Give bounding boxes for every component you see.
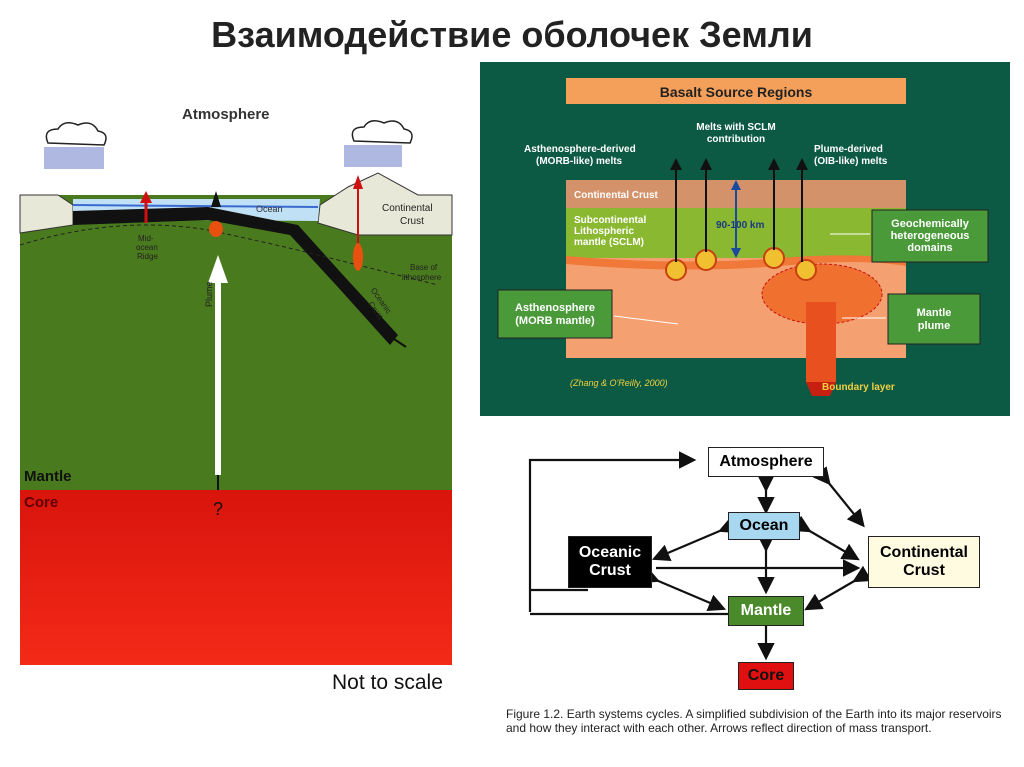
flow-arrows [528, 451, 872, 661]
atmosphere-label: Atmosphere [182, 106, 270, 123]
mantle-layer [20, 195, 452, 490]
flow-ocean-box: Ocean [728, 512, 800, 540]
basalt-source-diagram: Basalt Source Regions Asthenosphere-deri… [480, 62, 1010, 416]
citation-label: (Zhang & O'Reilly, 2000) [570, 378, 668, 388]
plume-melts-label: Plume-derived(OIB-like) melts [814, 144, 888, 167]
mantle-label: Mantle [24, 468, 72, 485]
boundary-layer-label: Boundary layer [822, 382, 895, 393]
ocean-label: Ocean [256, 204, 283, 214]
flow-core-box: Core [738, 662, 794, 690]
continental-crust-layer-label: Continental Crust [574, 190, 659, 201]
figure-caption: Figure 1.2. Earth systems cycles. A simp… [506, 707, 1002, 736]
plume-label: Plume [204, 281, 214, 307]
basalt-title: Basalt Source Regions [660, 84, 813, 100]
core-label: Core [24, 494, 58, 511]
asthenosphere-label: Asthenosphere(MORB mantle) [515, 302, 595, 327]
asthenosphere-melts-label: Asthenosphere-derived(MORB-like) melts [524, 144, 636, 167]
cloud-icon-left [44, 122, 107, 169]
flow-continental-crust-box: Continental Crust [868, 536, 980, 588]
flow-oceanic-crust-box: Oceanic Crust [568, 536, 652, 588]
question-mark: ? [213, 499, 223, 519]
flow-mantle-box: Mantle [728, 596, 804, 626]
cloud-icon-right [344, 120, 413, 167]
not-to-scale-label: Not to scale [332, 671, 443, 694]
title-bar [566, 78, 906, 104]
flow-atmosphere-box: Atmosphere [708, 447, 824, 477]
depth-label: 90-100 km [716, 220, 764, 231]
core-layer [20, 490, 452, 665]
page-title: Взаимодействие оболочек Земли [211, 14, 813, 55]
